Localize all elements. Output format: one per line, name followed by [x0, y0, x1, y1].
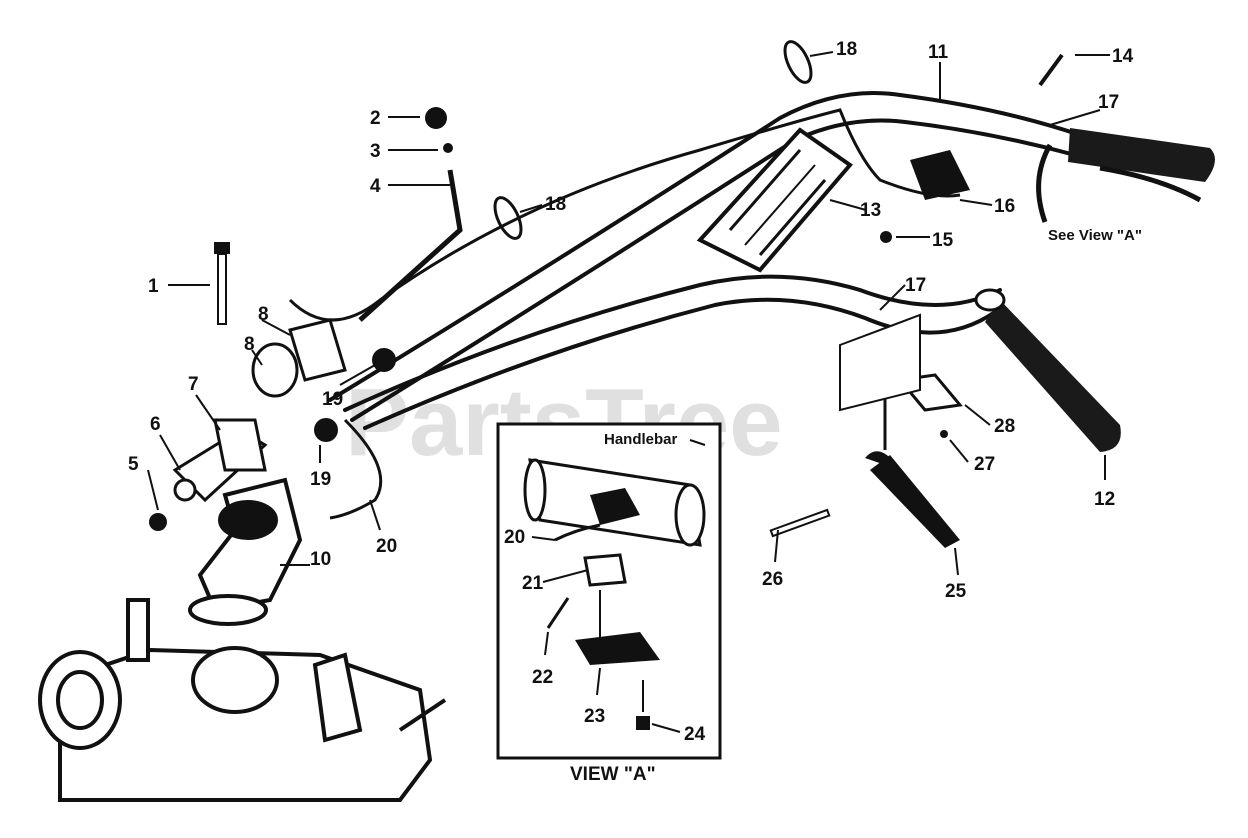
callout-11: 11 — [928, 42, 949, 63]
callout-2: 2 — [370, 108, 381, 129]
view-a-switch-bracket — [590, 488, 640, 525]
upper-grip — [1068, 128, 1215, 203]
tiller-body — [38, 598, 447, 802]
callout-8-lower: 8 — [244, 334, 255, 355]
callout-5: 5 — [128, 454, 139, 475]
callout-12: 12 — [1094, 489, 1115, 510]
view-a-callout-21: 21 — [522, 573, 544, 594]
view-a-inset: Handlebar 20 21 22 23 — [496, 422, 722, 785]
safety-switch — [880, 53, 1064, 243]
callout-labels: 1 2 3 4 5 6 7 8 8 10 11 12 13 14 15 16 1… — [128, 39, 1142, 602]
callout-19-upper: 19 — [322, 389, 343, 410]
callout-leaders — [147, 51, 1110, 576]
view-a-callout-20: 20 — [504, 527, 525, 548]
bolt — [214, 242, 230, 325]
view-a-callout-22: 22 — [532, 667, 553, 688]
callout-18-lower: 18 — [545, 194, 566, 215]
callout-26: 26 — [762, 569, 783, 590]
nut — [149, 513, 167, 531]
callout-6: 6 — [150, 414, 161, 435]
label-plate-lower — [839, 313, 921, 412]
shift-rod — [358, 107, 463, 322]
callout-1: 1 — [148, 276, 159, 297]
lower-grip — [974, 288, 1121, 452]
ground-wire — [329, 418, 383, 520]
callout-3: 3 — [370, 141, 381, 162]
callout-10: 10 — [310, 549, 331, 570]
callout-17-lower: 17 — [905, 275, 926, 296]
bushing-upper — [372, 348, 396, 372]
callout-27: 27 — [974, 454, 995, 475]
callout-15: 15 — [932, 230, 954, 251]
callout-13: 13 — [860, 200, 881, 221]
callout-16: 16 — [994, 196, 1015, 217]
callout-19-lower: 19 — [310, 469, 331, 490]
cable-tie-upper — [783, 40, 813, 84]
view-a-callout-23: 23 — [584, 706, 605, 727]
view-a-screw — [636, 716, 650, 730]
callout-17-upper: 17 — [1098, 92, 1119, 113]
callout-20: 20 — [376, 536, 397, 557]
callout-25: 25 — [945, 581, 967, 602]
see-view-label: See View "A" — [1048, 227, 1142, 244]
decal-plate — [696, 127, 853, 273]
callout-28: 28 — [994, 416, 1015, 437]
callout-8-upper: 8 — [258, 304, 269, 325]
cable-tie-lower — [493, 196, 523, 240]
callout-4: 4 — [370, 176, 381, 197]
view-a-handlebar-label: Handlebar — [604, 431, 678, 448]
see-view-arrow — [1036, 143, 1053, 223]
view-a-switch — [583, 553, 627, 587]
callout-18-upper: 18 — [836, 39, 857, 60]
callout-7: 7 — [188, 374, 199, 395]
view-a-clamp — [575, 632, 660, 665]
shift-bracket — [188, 477, 303, 626]
bushing-lower — [314, 418, 338, 442]
view-a-title: VIEW "A" — [570, 764, 656, 785]
mounting-brackets — [172, 318, 347, 503]
callout-14: 14 — [1112, 46, 1134, 67]
view-a-callout-24: 24 — [684, 724, 706, 745]
